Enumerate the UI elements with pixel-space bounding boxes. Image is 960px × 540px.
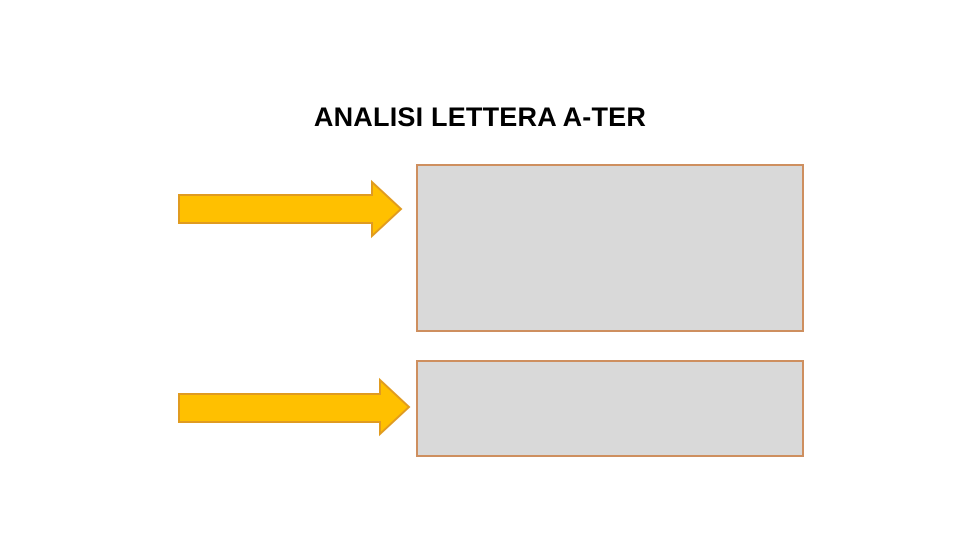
arrow-1[interactable]	[178, 179, 403, 239]
content-box-1[interactable]	[416, 164, 804, 332]
arrow-2[interactable]	[178, 377, 411, 437]
content-box-2[interactable]	[416, 360, 804, 457]
right-block-arrow-icon	[178, 377, 411, 437]
content-box-1-text	[418, 166, 802, 182]
page-title: ANALISI LETTERA A-TER	[313, 102, 647, 132]
right-block-arrow-icon	[178, 179, 403, 239]
content-box-2-text	[418, 362, 802, 378]
